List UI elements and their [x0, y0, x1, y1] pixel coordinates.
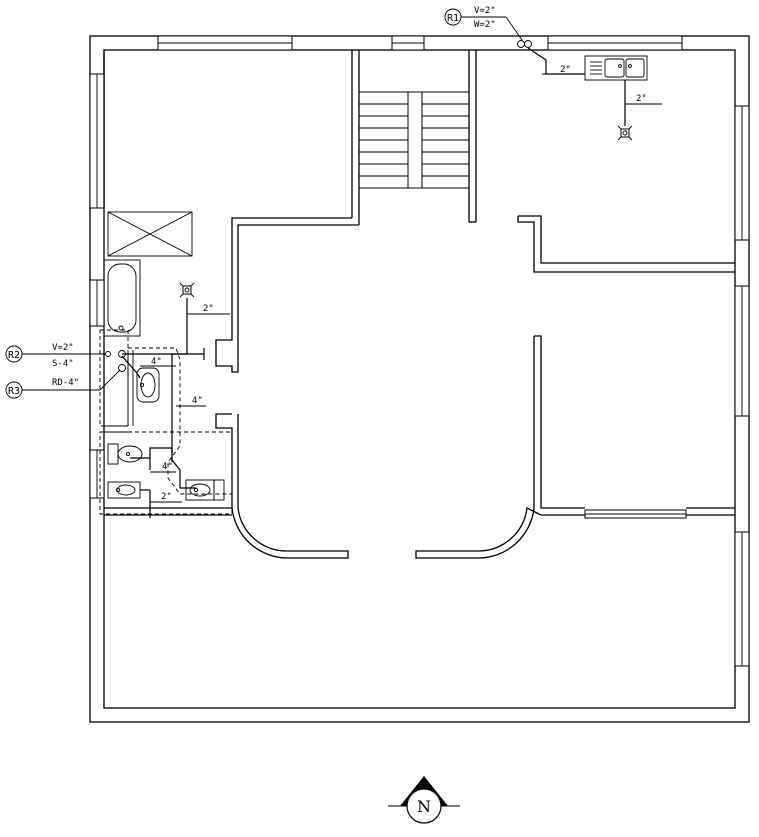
- riser-id: R3: [8, 386, 20, 397]
- squat-toilet: [185, 479, 225, 501]
- riser-id: R2: [8, 350, 20, 361]
- bathtub: [103, 259, 141, 337]
- pipe-size-label: 4": [162, 462, 173, 472]
- pipe-size-label: 2": [560, 65, 571, 75]
- riser-callout-r2: R2 V=2" S-4": [5, 343, 105, 369]
- bathroom-walls: [104, 350, 134, 433]
- riser-callout-r1: R1 V=2" W=2": [444, 6, 523, 41]
- riser-spec: W=2": [474, 20, 496, 30]
- pipe-size-label: 4": [192, 396, 203, 406]
- riser-spec: RD-4": [52, 378, 79, 388]
- staircase: [359, 91, 469, 189]
- size-leaders: [140, 73, 662, 503]
- riser-spec: V=2": [474, 6, 496, 16]
- riser-callout-r3: R3 RD-4": [5, 369, 121, 399]
- riser-spec: S-4": [52, 359, 74, 369]
- pipe-size-label: 2": [636, 94, 647, 104]
- wet-area-outline: [99, 329, 233, 515]
- pipe-size-label: 4": [151, 357, 162, 367]
- pipe-size-labels: 2" 2" 2" 4" 4" 4" 2": [151, 65, 647, 502]
- wardrobe-box: [107, 211, 193, 257]
- floor-trap-room: [179, 282, 195, 298]
- north-arrow: N: [388, 776, 460, 824]
- wash-basin: [136, 367, 160, 403]
- interior-walls: [103, 50, 735, 559]
- floor-trap-kitchen: [617, 125, 633, 141]
- toilet-1: [107, 443, 143, 465]
- pipe-size-label: 2": [203, 304, 214, 314]
- riser-symbols: [105, 40, 532, 372]
- north-label: N: [417, 797, 431, 816]
- pipe-size-label: 2": [161, 492, 172, 502]
- kitchen-sink: [584, 55, 648, 81]
- toilet-2: [107, 481, 141, 499]
- outer-walls: [89, 35, 750, 723]
- riser-id: R1: [447, 13, 459, 24]
- drain-pipes: [121, 47, 626, 518]
- riser-spec: V=2": [52, 343, 74, 353]
